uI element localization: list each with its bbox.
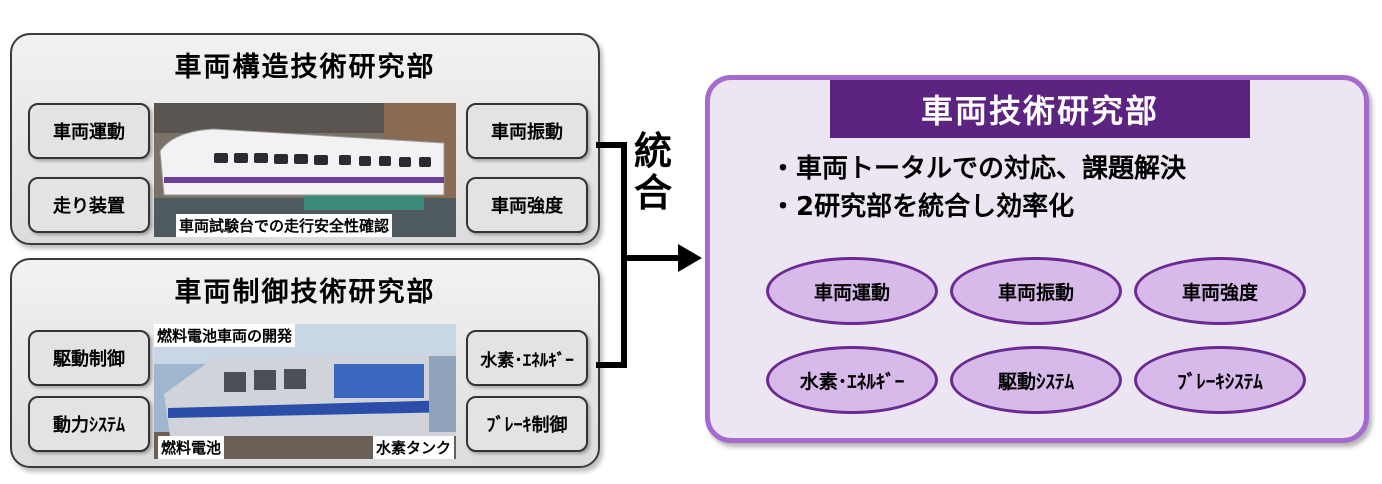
bullet-item: ・2研究部を統合し効率化 xyxy=(770,192,1075,222)
fuel-cell-train-photo: 燃料電池車両の開発 燃料電池 水素タンク xyxy=(154,324,456,459)
field-vehicle-motion: 車両運動 xyxy=(28,103,150,159)
photo-caption-top: 燃料電池車両の開発 xyxy=(154,324,296,347)
field-hydrogen-energy: 水素･ｴﾈﾙｷﾞｰ xyxy=(466,330,588,386)
field-drive-control: 駆動制御 xyxy=(28,330,150,386)
merged-dept-box: 車両技術研究部 ・車両トータルでの対応、課題解決 ・2研究部を統合し効率化 車両… xyxy=(705,75,1369,443)
dept-box-vehicle-control: 車両制御技術研究部 駆動制御 動力ｼｽﾃﾑ 水素･ｴﾈﾙｷﾞｰ ﾌﾞﾚｰｷ制御 … xyxy=(10,258,600,468)
merged-field-drive-system: 駆動ｼｽﾃﾑ xyxy=(950,346,1122,414)
merged-field-vehicle-vibration: 車両振動 xyxy=(950,257,1122,325)
merge-label: 統合 xyxy=(634,129,673,215)
fuel-cell-label: 燃料電池 xyxy=(158,436,225,459)
bullet-item: ・車両トータルでの対応、課題解決 xyxy=(770,154,1187,184)
merged-field-vehicle-motion: 車両運動 xyxy=(766,257,938,325)
photo-caption: 車両試験台での走行安全性確認 xyxy=(176,214,393,237)
field-running-gear: 走り装置 xyxy=(28,177,150,233)
field-vehicle-strength: 車両強度 xyxy=(466,177,588,233)
hydrogen-tank-label: 水素タンク xyxy=(372,436,454,459)
dept-box-vehicle-structure: 車両構造技術研究部 車両運動 走り装置 車両振動 車両強度 車両試験台での走行安… xyxy=(10,33,600,245)
field-vehicle-vibration: 車両振動 xyxy=(466,103,588,159)
merged-dept-title: 車両技術研究部 xyxy=(830,80,1250,138)
merged-field-hydrogen-energy: 水素･ｴﾈﾙｷﾞｰ xyxy=(766,346,938,414)
merge-connector xyxy=(596,142,702,368)
merged-field-vehicle-strength: 車両強度 xyxy=(1134,257,1306,325)
merged-field-brake-system: ﾌﾞﾚｰｷｼｽﾃﾑ xyxy=(1134,346,1306,414)
field-brake-control: ﾌﾞﾚｰｷ制御 xyxy=(466,396,588,452)
dept-title: 車両構造技術研究部 xyxy=(174,52,436,83)
field-power-system: 動力ｼｽﾃﾑ xyxy=(28,396,150,452)
dept-title: 車両制御技術研究部 xyxy=(174,277,436,308)
test-stand-photo: 車両試験台での走行安全性確認 xyxy=(154,103,456,237)
